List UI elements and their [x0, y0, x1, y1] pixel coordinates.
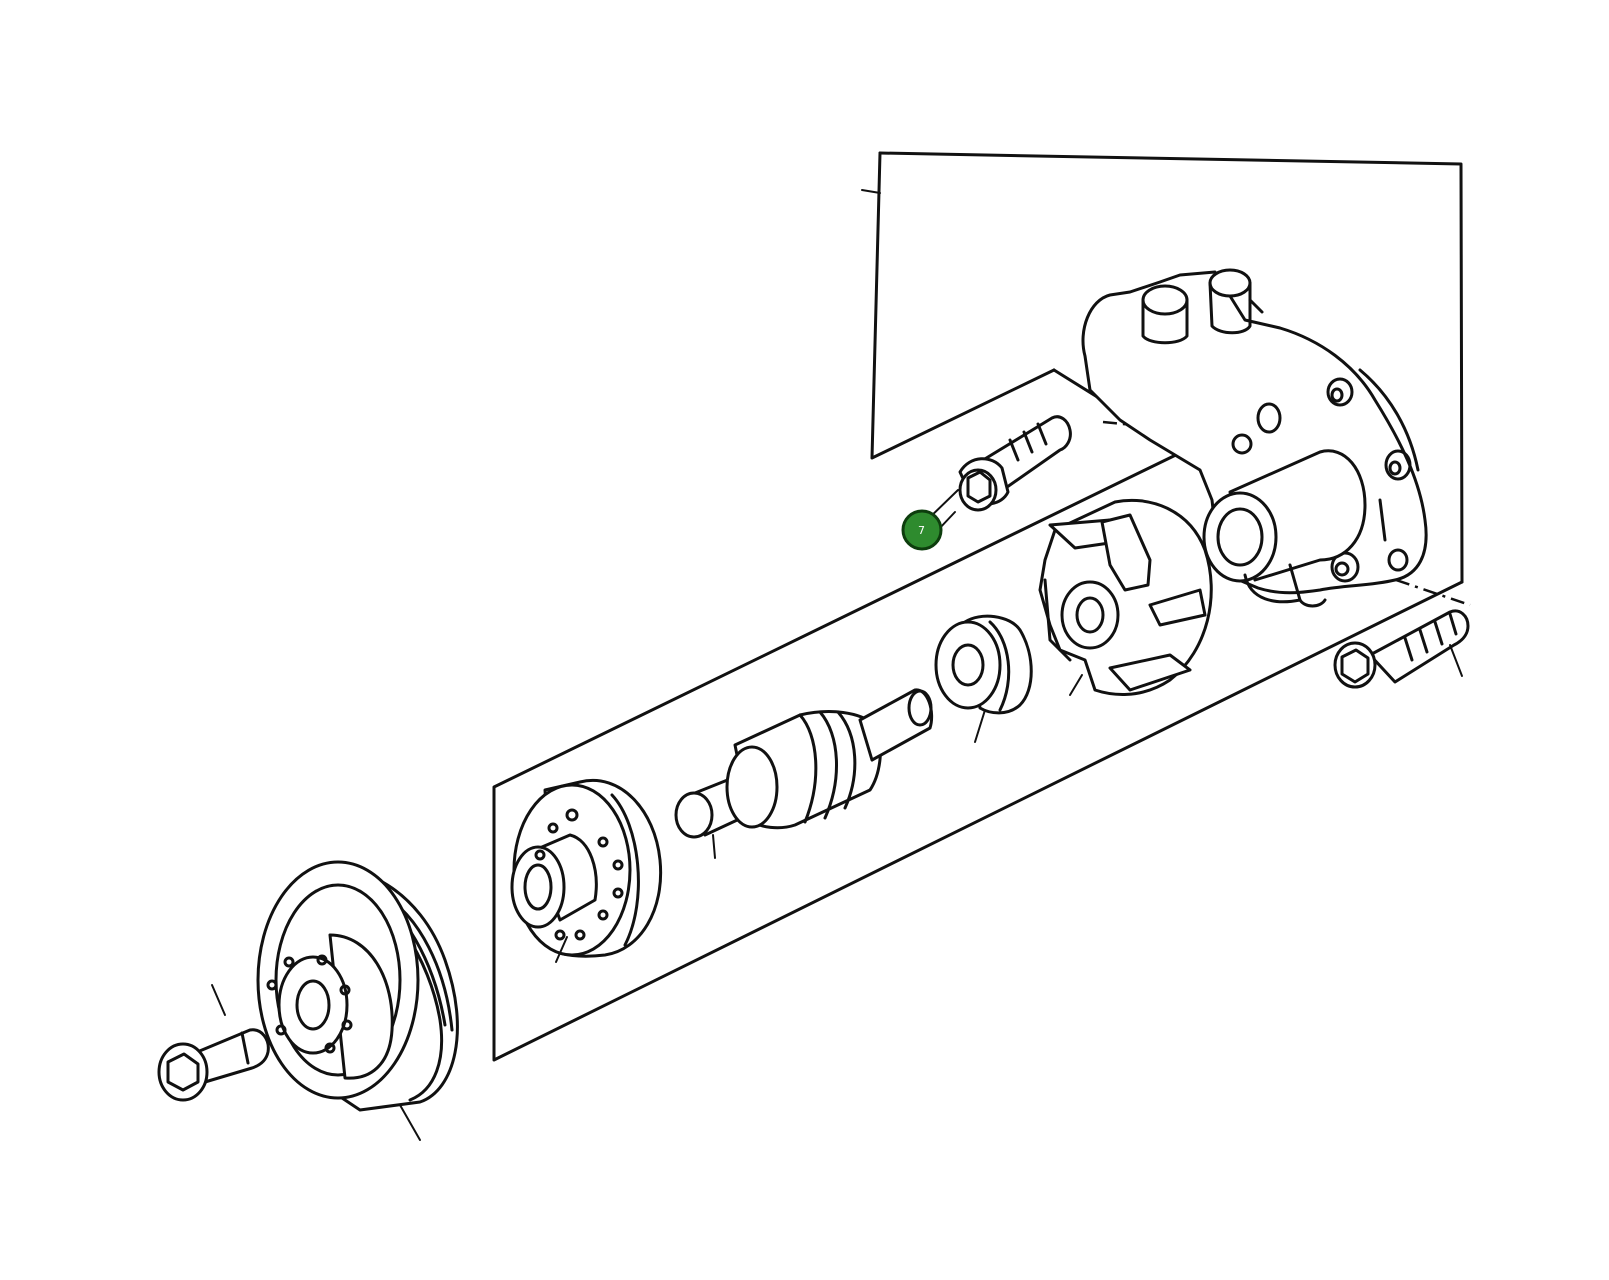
housing-group-frame — [861, 151, 1464, 584]
callout-circle[interactable] — [901, 509, 943, 551]
mechanical-seal — [934, 614, 1033, 743]
hub-flange — [510, 778, 663, 963]
impeller — [1038, 498, 1213, 696]
callout-badge-7[interactable]: 7 — [901, 489, 959, 551]
pump-housing — [1081, 268, 1428, 608]
pulley — [256, 860, 459, 1141]
shaft-bearing — [674, 688, 934, 859]
callout-number: 7 — [918, 524, 925, 537]
housing-bolt-lower — [1333, 609, 1470, 689]
pulley-bolt — [157, 984, 270, 1102]
housing-bolt-upper — [937, 415, 1072, 531]
